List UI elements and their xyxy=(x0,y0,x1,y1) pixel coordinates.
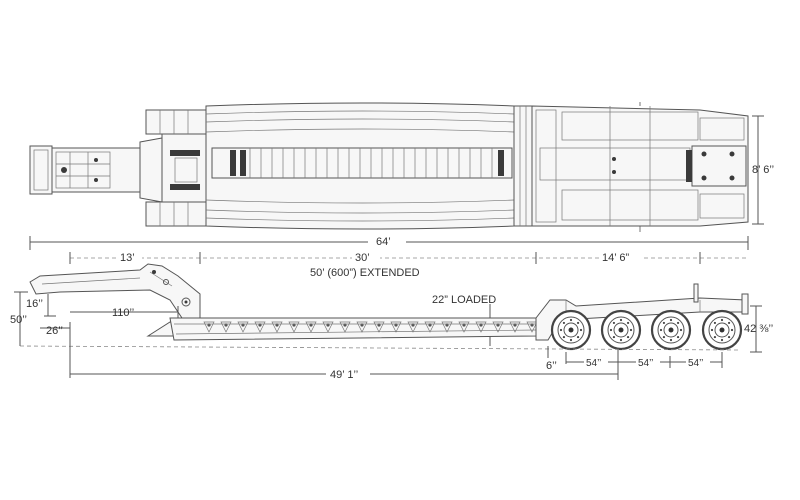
dim-overall-width: 8’ 6’’ xyxy=(752,164,774,176)
deck-cutout xyxy=(322,321,334,333)
dim-axle-spacing-1: 54’’ xyxy=(586,358,601,369)
side-deck-cutouts xyxy=(203,321,538,333)
length-dimensions: 64’ 13’ 30’ 14’ 6” 50’ (600”) EXTENDED xyxy=(29,234,749,279)
dim-gooseneck-height-low: 16’’ xyxy=(26,298,43,310)
deck-cutout xyxy=(526,321,538,333)
side-deck xyxy=(169,317,537,341)
deck-cutout xyxy=(373,321,385,333)
deck-cutout xyxy=(288,321,300,333)
dim-front-height: 50’’ xyxy=(10,314,27,326)
deck-cutout xyxy=(492,321,504,333)
top-deck-crossmembers xyxy=(249,148,493,178)
dim-rear-deck-height: 42 ⅜’’ xyxy=(744,323,773,335)
deck-cutout xyxy=(271,321,283,333)
top-view: 8’ 6’’ xyxy=(29,102,774,232)
deck-cutout xyxy=(475,321,487,333)
deck-cutout xyxy=(424,321,436,333)
wheel xyxy=(600,309,642,351)
top-rear-section xyxy=(531,105,749,227)
dim-kingpin-to-axle: 49’ 1’’ xyxy=(330,369,358,381)
deck-cutout xyxy=(237,321,249,333)
wheel xyxy=(650,309,692,351)
deck-cutout xyxy=(339,321,351,333)
dim-overall-length: 64’ xyxy=(376,236,391,248)
deck-cutout xyxy=(509,321,521,333)
side-gooseneck xyxy=(29,263,201,319)
deck-cutout xyxy=(390,321,402,333)
top-front-right-tires xyxy=(145,201,207,227)
top-deck-center-beam xyxy=(211,147,513,179)
deck-cutout xyxy=(407,321,419,333)
deck-cutout xyxy=(458,321,470,333)
wheel xyxy=(550,309,592,351)
deck-cutout xyxy=(305,321,317,333)
dim-loaded-deck-height: 22” LOADED xyxy=(432,294,496,306)
dim-gooseneck-length: 13’ xyxy=(120,252,135,264)
top-front-left-tires xyxy=(145,109,207,135)
top-gooseneck-shoulder xyxy=(139,137,163,203)
dim-kingpin-setback: 26’’ xyxy=(46,325,63,337)
dim-rear-section-length: 14’ 6” xyxy=(602,252,629,264)
top-gooseneck-plate xyxy=(29,145,53,195)
dim-axle-spacing-3: 54’’ xyxy=(688,358,703,369)
deck-cutout xyxy=(356,321,368,333)
deck-cutout xyxy=(203,321,215,333)
dim-deck-extended: 50’ (600”) EXTENDED xyxy=(310,267,420,279)
dim-axle-spacing-2: 54’’ xyxy=(638,358,653,369)
height-dimensions: 50’’ 16’’ 26’’ 110’’ 22” LOADED 42 ⅜’’ 4… xyxy=(10,291,773,381)
deck-cutout xyxy=(220,321,232,333)
dim-axle-offset: 6’’ xyxy=(546,360,557,372)
side-view xyxy=(19,263,749,351)
side-axle-wheels xyxy=(550,309,743,351)
wheel xyxy=(701,309,743,351)
dim-deck-length: 30’ xyxy=(355,252,370,264)
deck-cutout xyxy=(254,321,266,333)
deck-cutout xyxy=(441,321,453,333)
dim-swing-clearance: 110’’ xyxy=(112,307,134,319)
